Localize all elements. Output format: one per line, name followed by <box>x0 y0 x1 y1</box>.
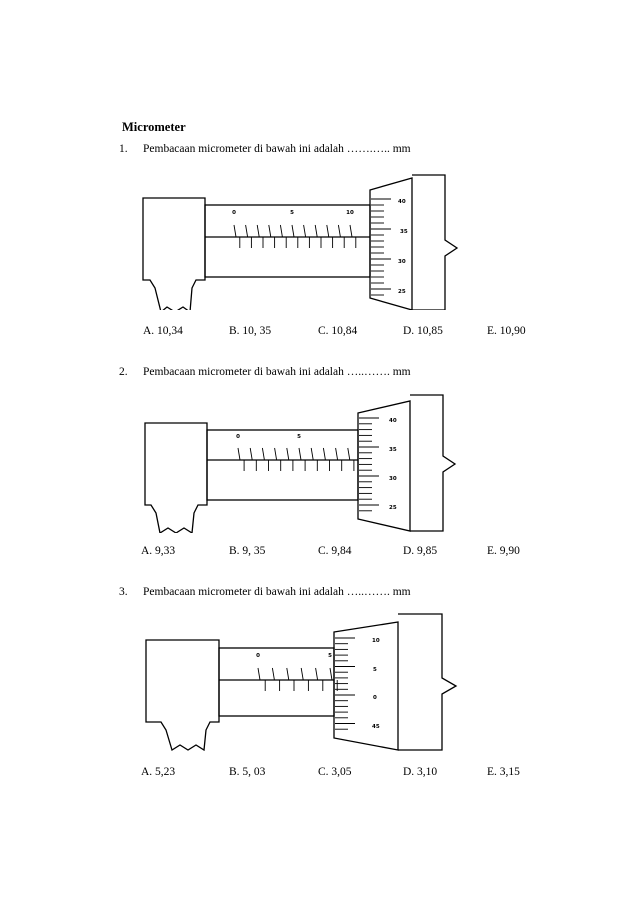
option-c[interactable]: C. 3,05 <box>318 766 352 778</box>
option-c[interactable]: C. 9,84 <box>318 545 352 557</box>
sleeve-tick <box>279 224 283 238</box>
sleeve-tick <box>300 667 304 681</box>
question-3: 3. Pembacaan micrometer di bawah ini adal… <box>119 586 411 598</box>
sleeve-tick <box>249 447 253 461</box>
micrometer-drawing-3: 0 5 10 5 0 45 <box>145 613 458 752</box>
sleeve-tick <box>286 667 290 681</box>
question-number: 3. <box>119 586 128 598</box>
sleeve-tick <box>335 447 339 461</box>
thimble-label: 35 <box>389 447 397 453</box>
option-c[interactable]: C. 10,84 <box>318 325 358 337</box>
thimble-label: 30 <box>398 259 406 265</box>
sleeve-tick <box>298 447 302 461</box>
sleeve-tick <box>322 447 326 461</box>
sleeve-label: 0 <box>256 653 260 659</box>
thimble-label: 10 <box>372 638 380 644</box>
option-b[interactable]: B. 5, 03 <box>229 766 266 778</box>
sleeve-label: 0 <box>236 434 240 440</box>
option-a[interactable]: A. 5,23 <box>141 766 176 778</box>
thimble-label: 30 <box>389 476 397 482</box>
sleeve-tick <box>326 224 330 238</box>
sleeve-tick <box>310 447 314 461</box>
sleeve-tick <box>237 447 241 461</box>
sleeve-tick <box>271 667 275 681</box>
micrometer-drawing-2: 0 5 40 35 30 25 <box>144 394 457 533</box>
sleeve-tick <box>245 224 249 238</box>
sleeve-tick <box>268 224 272 238</box>
thimble-label: 5 <box>373 667 377 673</box>
section-title: Micrometer <box>122 120 186 134</box>
micrometer-drawing-1: 0 5 10 40 35 30 25 <box>142 174 459 310</box>
thimble-label: 40 <box>389 418 397 424</box>
question-1: 1. Pembacaan micrometer di bawah ini adal… <box>119 143 411 155</box>
option-a[interactable]: A. 10,34 <box>143 325 183 337</box>
thimble-label: 40 <box>398 199 406 205</box>
sleeve-label: 5 <box>290 210 294 216</box>
option-e[interactable]: E. 10,90 <box>487 325 526 337</box>
option-a[interactable]: A. 9,33 <box>141 545 176 557</box>
sleeve-tick <box>347 447 351 461</box>
sleeve-tick <box>286 447 290 461</box>
thimble-label: 35 <box>400 229 408 235</box>
option-d[interactable]: D. 10,85 <box>403 325 443 337</box>
micrometer-figure-2: 0 5 40 35 30 25 <box>0 393 638 533</box>
sleeve-tick <box>291 224 295 238</box>
option-b[interactable]: B. 10, 35 <box>229 325 272 337</box>
sleeve-label: 5 <box>328 653 332 659</box>
sleeve-tick <box>314 224 318 238</box>
sleeve-tick <box>337 224 341 238</box>
sleeve-tick <box>261 447 265 461</box>
answer-options-1: A. 10,34 B. 10, 35 C. 10,84 D. 10,85 E. … <box>0 325 638 341</box>
question-number: 1. <box>119 143 128 155</box>
sleeve-label: 5 <box>297 434 301 440</box>
micrometer-figure-3: 0 5 10 5 0 45 <box>0 612 638 752</box>
sleeve-label: 10 <box>346 210 354 216</box>
thimble-label: 0 <box>373 695 377 701</box>
option-e[interactable]: E. 3,15 <box>487 766 520 778</box>
thimble-label: 25 <box>389 505 397 511</box>
sleeve-tick <box>315 667 319 681</box>
question-text: Pembacaan micrometer di bawah ini adalah… <box>143 586 411 598</box>
answer-options-3: A. 5,23 B. 5, 03 C. 3,05 D. 3,10 E. 3,15 <box>0 766 638 782</box>
option-d[interactable]: D. 9,85 <box>403 545 438 557</box>
sleeve-tick <box>256 224 260 238</box>
sleeve-tick <box>329 667 333 681</box>
sleeve-tick <box>233 224 237 238</box>
option-e[interactable]: E. 9,90 <box>487 545 520 557</box>
question-2: 2. Pembacaan micrometer di bawah ini adal… <box>119 366 411 378</box>
question-text: Pembacaan micrometer di bawah ini adalah… <box>143 366 411 378</box>
question-text: Pembacaan micrometer di bawah ini adalah… <box>143 143 411 155</box>
option-b[interactable]: B. 9, 35 <box>229 545 266 557</box>
thimble-label: 25 <box>398 289 406 295</box>
question-number: 2. <box>119 366 128 378</box>
sleeve-tick <box>274 447 278 461</box>
answer-options-2: A. 9,33 B. 9, 35 C. 9,84 D. 9,85 E. 9,90 <box>0 545 638 561</box>
option-d[interactable]: D. 3,10 <box>403 766 438 778</box>
sleeve-tick <box>303 224 307 238</box>
micrometer-figure-1: 0 5 10 40 35 30 25 <box>0 170 638 310</box>
sleeve-label: 0 <box>232 210 236 216</box>
sleeve-tick <box>349 224 353 238</box>
sleeve-tick <box>257 667 261 681</box>
thimble-label: 45 <box>372 724 380 730</box>
